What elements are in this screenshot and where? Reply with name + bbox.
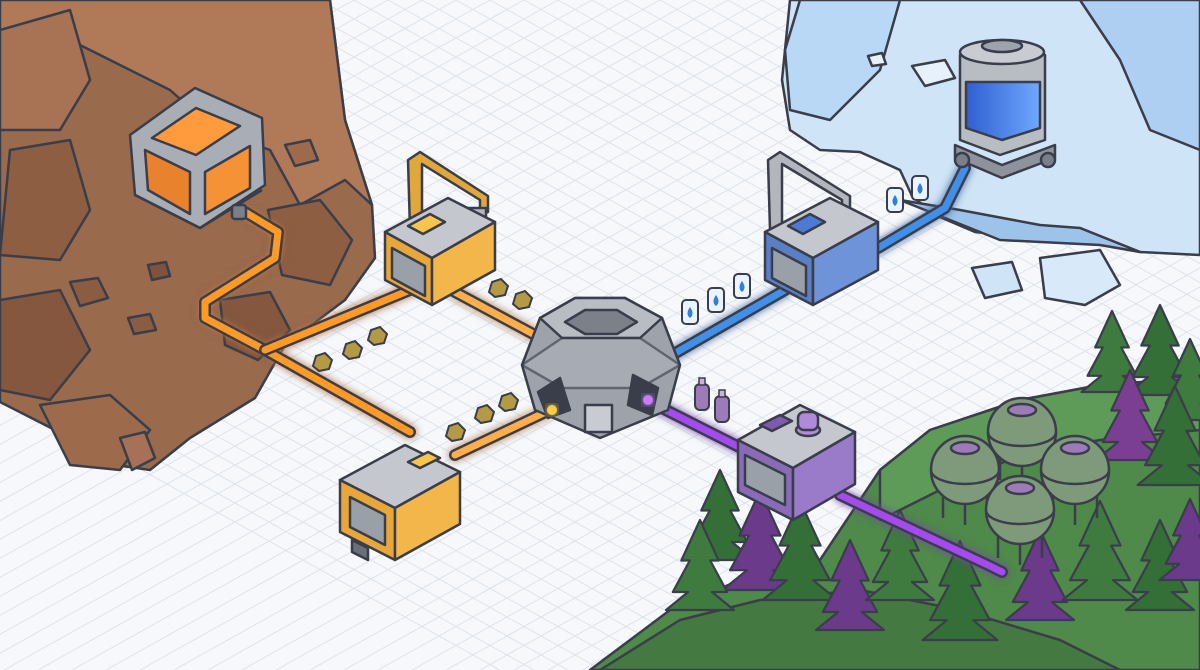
water-pipe [666, 162, 971, 361]
pine-tree [864, 508, 936, 602]
ore-chunk [487, 277, 510, 299]
gas-sphere-tanks[interactable] [929, 396, 1111, 565]
water-bottle [707, 287, 725, 313]
pine-tree [1158, 497, 1200, 582]
pine-tree [1080, 309, 1144, 394]
ore-container[interactable] [128, 86, 267, 230]
gas-sphere [984, 474, 1056, 565]
ore-chunk [341, 339, 364, 361]
central-hub[interactable] [520, 296, 682, 440]
ore-chunk [366, 325, 389, 347]
pine-tree [1004, 528, 1076, 622]
ore-chunk [511, 289, 534, 311]
pine-tree [1061, 499, 1139, 602]
gas-compressor[interactable] [736, 403, 857, 522]
ore-chunk [497, 391, 520, 413]
pine-trees [664, 303, 1200, 642]
gas-canister [694, 377, 710, 411]
pine-tree [814, 538, 886, 632]
water-crane-extractor[interactable] [763, 150, 880, 307]
pine-tree [1136, 384, 1200, 487]
pine-tree [761, 499, 839, 602]
ore-crane-extractor[interactable] [383, 150, 497, 307]
ore-chunk [444, 421, 467, 443]
water-tank[interactable] [953, 38, 1057, 180]
gas-canister [714, 389, 730, 423]
ore-pipe [199, 206, 556, 461]
water-bottle [886, 187, 904, 213]
ore-chunk [311, 351, 334, 373]
water-bottle [911, 175, 929, 201]
pine-tree [664, 518, 736, 612]
resource-items [311, 175, 929, 443]
pine-tree [921, 539, 999, 642]
water-bottle [733, 273, 751, 299]
ore-smelter[interactable] [338, 443, 462, 562]
pine-tree [1094, 368, 1166, 462]
water-bottle [681, 299, 699, 325]
ore-chunk [473, 403, 496, 425]
